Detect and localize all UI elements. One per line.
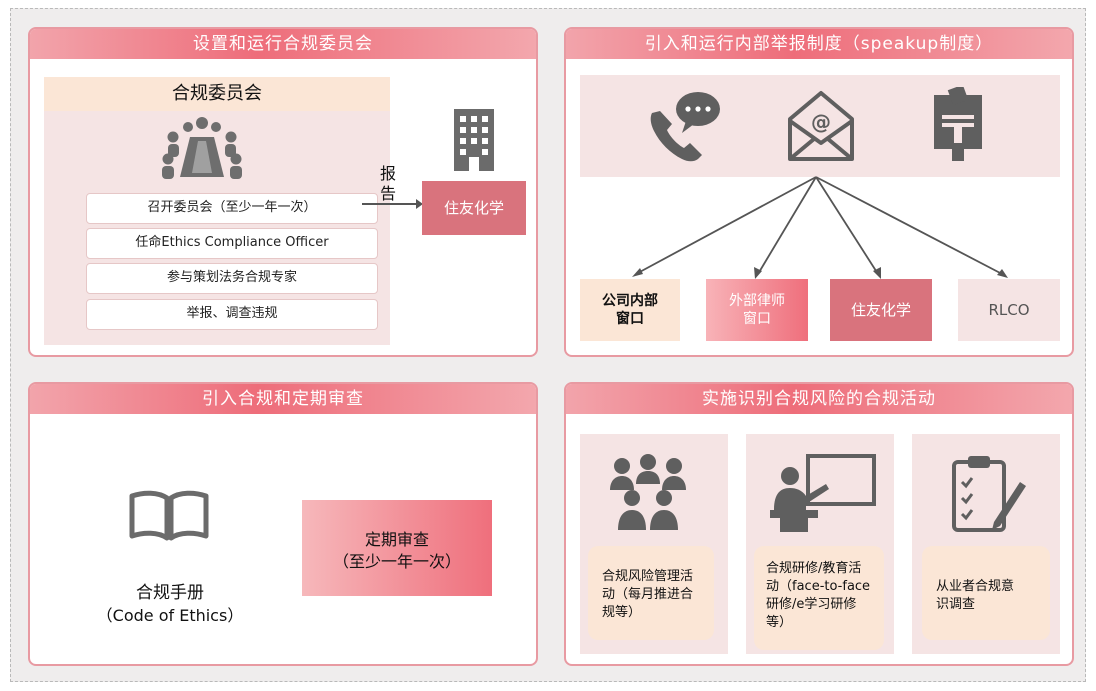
committee-item-meeting: 召开委员会（至少一年一次） [86,193,378,224]
svg-text:@: @ [811,110,831,134]
handbook-label: 合规手册 [136,583,204,603]
panel-review: 引入合规和定期审查 合规手册 （Code of Ethics） 定期审查 （至少… [28,382,538,666]
meeting-icon [162,117,242,179]
panel-committee: 设置和运行合规委员会 合规委员会 召开委员会（至少一年一次） 任命Ethics … [28,27,538,357]
activity-card-survey-text: 从业者合规意识调查 [936,579,1015,612]
activity-card-risk-textbox [588,546,714,640]
panel-review-title: 引入合规和定期审查 [30,384,536,414]
periodic-review-label: 定期审查 [364,530,429,549]
panel-activities: 实施识别合规风险的合规活动 合规风险管理活动（每月推进合规等） 合规研修/教育活… [564,382,1074,666]
channel-sumitomo: 住友化学 [830,279,932,341]
channel-external-lawyer-label: 外部律师窗口 [729,293,785,327]
group-people-icon [610,454,686,530]
report-arrow [362,199,423,209]
activity-card-training-text: 合规研修/教育活动（face-to-face研修/e学习研修等） [766,561,871,630]
email-icon: @ [788,91,854,161]
periodic-review-box: 定期审查 （至少一年一次） [302,500,492,596]
committee-item-officer: 任命Ethics Compliance Officer [86,228,378,259]
channel-internal: 公司内部窗口 [580,279,680,341]
lecture-icon [770,454,876,532]
channel-external-lawyer: 外部律师窗口 [706,279,808,341]
phone-icon [650,92,720,162]
book-icon [129,490,209,541]
building-icon [454,109,494,171]
committee-item-report: 举报、调查违规 [86,299,378,330]
panel-activities-title: 实施识别合规风险的合规活动 [566,384,1072,414]
committee-item-experts: 参与策划法务合规专家 [86,263,378,294]
channel-arrows [632,176,1008,279]
channel-internal-label: 公司内部窗口 [602,293,658,327]
activity-card-risk-text: 合规风险管理活动（每月推进合规等） [602,569,694,620]
report-label: 报告 [380,164,397,203]
panel-committee-title: 设置和运行合规委员会 [30,29,536,59]
channel-rlco: RLCO [958,279,1060,341]
checklist-icon [952,456,1026,532]
mailbox-icon [934,87,982,161]
report-target-box: 住友化学 [422,181,526,235]
panel-speakup: 引入和运行内部举报制度（speakup制度） @ [564,27,1074,357]
activity-card-survey-textbox [922,546,1050,640]
panel-speakup-title: 引入和运行内部举报制度（speakup制度） [566,29,1072,59]
periodic-review-sub: （至少一年一次） [332,552,461,571]
handbook-sub: （Code of Ethics） [96,606,244,625]
committee-subtitle: 合规委员会 [44,77,390,111]
activity-card-training-textbox [754,546,884,650]
